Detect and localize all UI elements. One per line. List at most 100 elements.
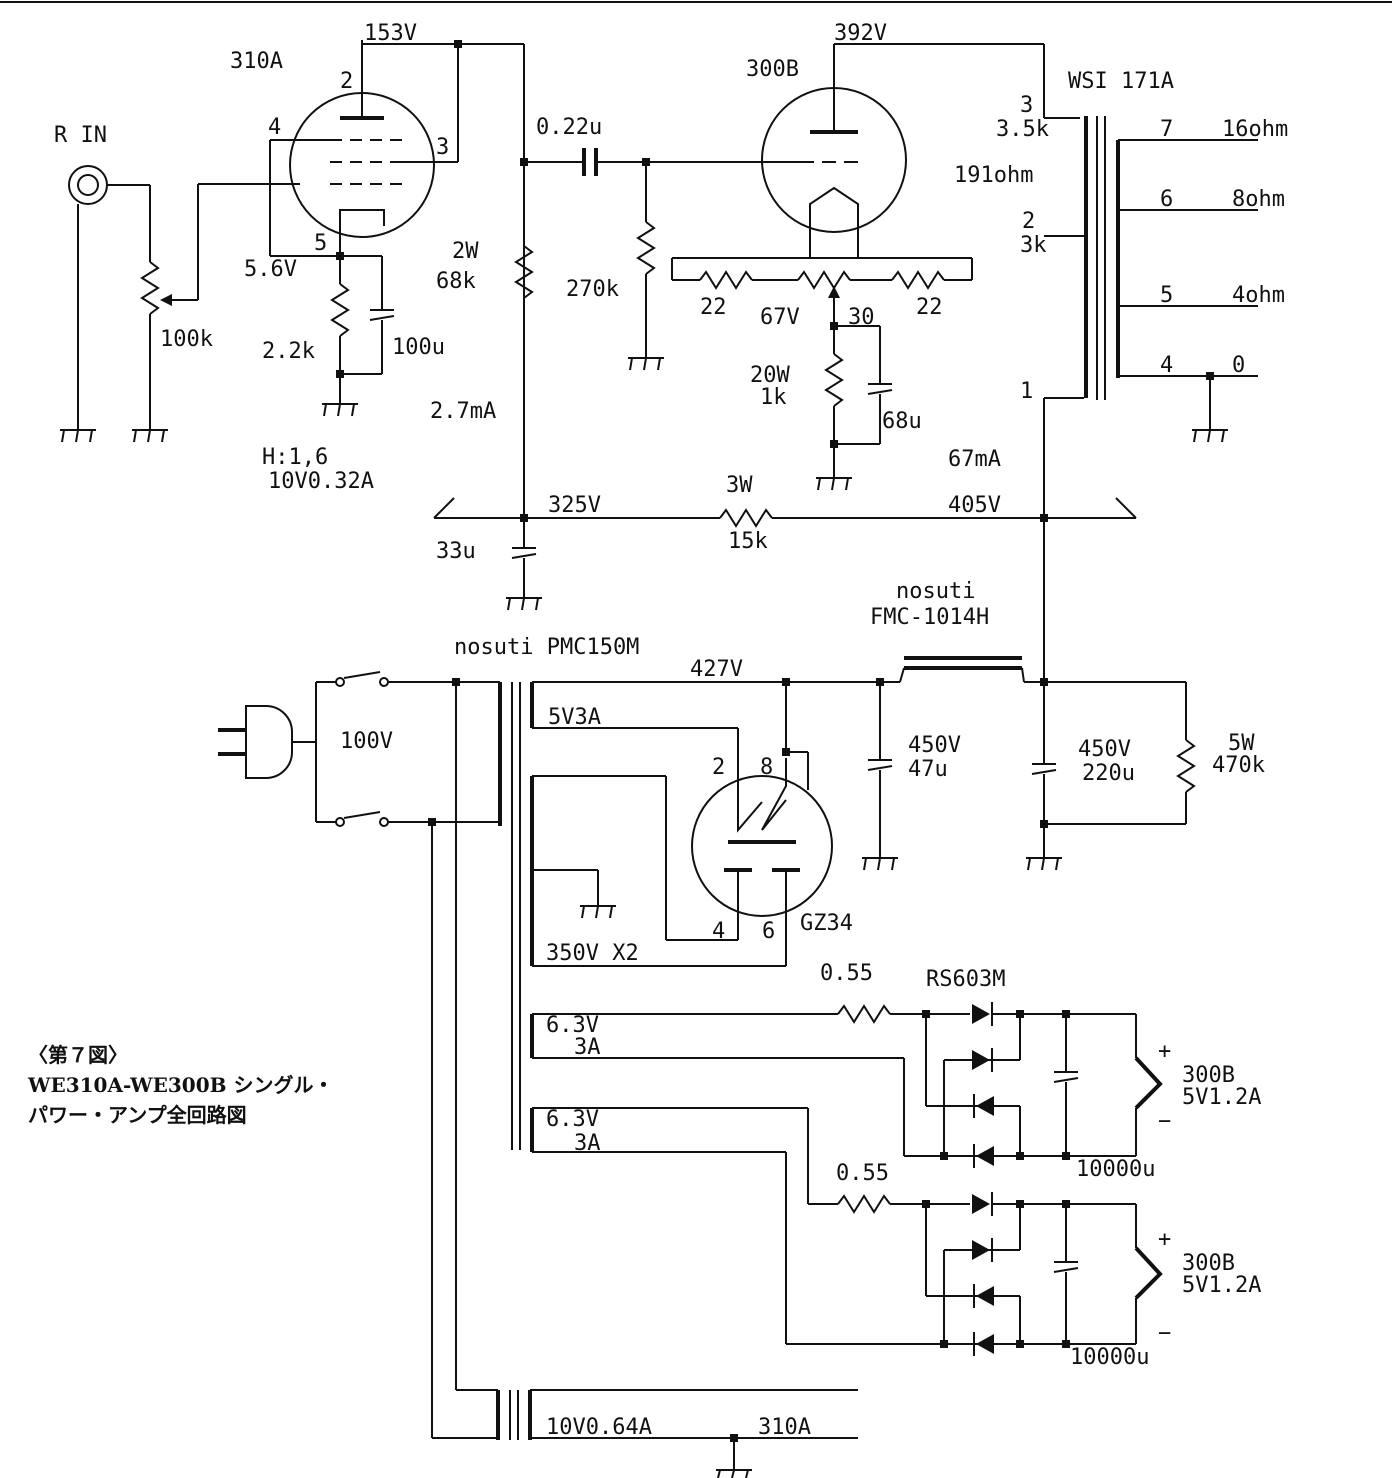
label-3a-a: 3A [574,1035,601,1060]
tube-310a [269,40,459,257]
label-5v1-2a-2: 5V1.2A [1182,1273,1261,1298]
b-plus-rail [433,497,1137,611]
label-pin2: 2 [340,69,353,94]
label-5w: 5W [1228,731,1255,756]
label-30: 30 [848,305,875,330]
label-x2: 2 [1022,209,1035,234]
label-22b: 22 [916,295,943,320]
filter-cap-47u [862,678,898,871]
label-450v-a: 450V [908,733,961,758]
label-pin4: 4 [268,115,281,140]
label-310a: 310A [230,49,283,74]
label-68k: 68k [436,269,476,294]
power-plug [218,682,317,822]
dc-heater-supply-1 [837,1002,1163,1168]
label-fmc1014h: FMC-1014H [870,605,989,630]
power-switch[interactable] [316,671,500,827]
label-22a: 22 [700,295,727,320]
label-220u: 220u [1082,761,1135,786]
label-310a-heater: 310A [758,1415,811,1440]
label-300b: 300B [746,57,799,82]
coupling-capacitor [524,148,810,176]
label-100v: 100V [340,729,393,754]
power-transformer [498,681,944,1345]
ground-cathode [322,403,358,417]
label-8ohm: 8ohm [1232,187,1285,212]
label-450v-b: 450V [1078,737,1131,762]
label-x6: 6 [1160,187,1173,212]
bleeder-resistor [1044,682,1196,825]
label-68u: 68u [882,409,922,434]
label-4ohm: 4ohm [1232,283,1285,308]
label-minus-2: − [1158,1321,1171,1346]
label-x1: 1 [1020,379,1033,404]
label-67v: 67V [760,305,800,330]
label-x0: 0 [1232,353,1245,378]
label-16ohm: 16ohm [1222,117,1288,142]
label-heater-rating: 10V0.32A [268,469,374,494]
caption-line-1: WE310A-WE300B シングル・ [28,1073,334,1097]
label-plus-2: + [1158,1227,1171,1252]
label-47u: 47u [908,757,948,782]
label-3a-b: 3A [574,1131,601,1156]
label-100k: 100k [160,327,213,352]
label-10v0-64a: 10V0.64A [546,1415,652,1440]
label-gz-pin2: 2 [712,755,725,780]
label-427v: 427V [690,657,743,682]
label-6-3v-a: 6.3V [546,1013,599,1038]
caption-figure-number: 〈第７図〉 [28,1043,128,1067]
labels: R IN 310A 2 3 4 5 153V 5.6V 2.2k 100u 10… [54,21,1288,1440]
label-x3: 3 [1020,93,1033,118]
label-3w: 3W [726,473,753,498]
label-r-in: R IN [54,123,107,148]
label-wsi171a: WSI 171A [1068,69,1174,94]
dc-heater-supply-2 [837,1192,1163,1356]
label-6-3v-b: 6.3V [546,1107,599,1132]
label-gz-pin4: 4 [712,919,725,944]
label-pin3: 3 [436,135,449,160]
300b-cathode-bias [816,325,893,491]
label-15k: 15k [728,529,768,554]
ground-symbols-input [60,429,168,443]
label-pmc150m: nosuti PMC150M [454,635,639,660]
label-20w: 20W [750,363,790,388]
label-gz-pin6: 6 [762,919,775,944]
label-5-6v: 5.6V [244,257,297,282]
label-10000u-1: 10000u [1076,1157,1155,1182]
tube-300b [761,44,907,258]
choke-fmc1014h [899,656,1186,683]
label-0-55-b: 0.55 [836,1161,889,1186]
label-470k: 470k [1212,753,1265,778]
label-67ma: 67mA [948,447,1001,472]
label-10000u-2: 10000u [1070,1345,1149,1370]
label-plus-1: + [1158,1039,1171,1064]
label-2w: 2W [452,239,479,264]
label-392v: 392V [834,21,887,46]
label-270k: 270k [566,277,619,302]
cathode-capacitor [340,256,395,375]
label-350v-x2: 350V X2 [546,941,639,966]
label-pin5: 5 [314,231,327,256]
label-5v1-2a-1: 5V1.2A [1182,1085,1261,1110]
volume-pot [140,183,300,430]
label-300b-supply-1: 300B [1182,1063,1235,1088]
label-100u: 100u [392,335,445,360]
label-405v: 405V [948,493,1001,518]
caption-line-2: パワー・アンプ全回路図 [28,1103,247,1127]
label-153v: 153V [364,21,417,46]
label-3-5k: 3.5k [996,117,1049,142]
plate-resistor-68k [514,245,534,299]
label-0-55-a: 0.55 [820,961,873,986]
label-3k: 3k [1020,233,1047,258]
label-191ohm: 191ohm [954,163,1033,188]
label-minus-1: − [1158,1109,1171,1134]
filter-cap-220u [1026,682,1062,871]
label-325v: 325V [548,493,601,518]
cathode-resistor [330,256,350,404]
label-2-7ma: 2.7mA [430,399,496,424]
label-5v3a: 5V3A [548,705,601,730]
label-0-22u: 0.22u [536,115,602,140]
label-gz34: GZ34 [800,911,853,936]
label-x7: 7 [1160,117,1173,142]
